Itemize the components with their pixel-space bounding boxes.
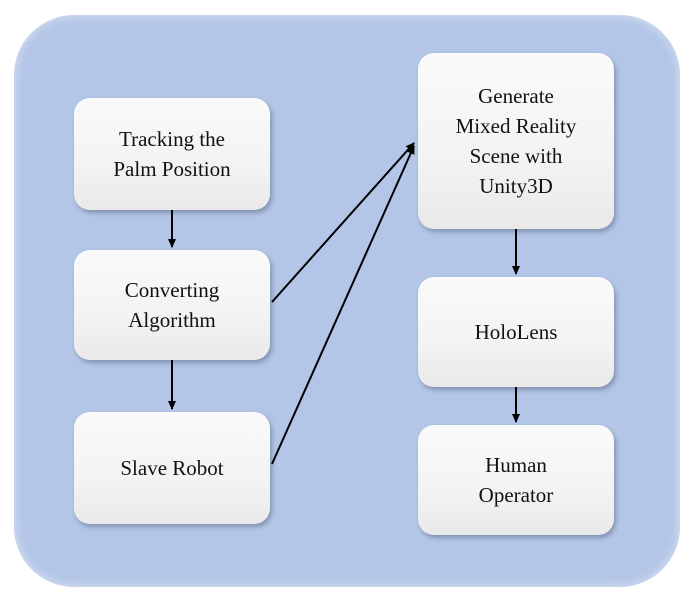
node-slave-robot: Slave Robot bbox=[74, 412, 270, 524]
node-hololens: HoloLens bbox=[418, 277, 614, 387]
node-converting-algorithm: Converting Algorithm bbox=[74, 250, 270, 360]
node-tracking-palm-position: Tracking the Palm Position bbox=[74, 98, 270, 210]
node-generate-mixed-reality-scene: Generate Mixed Reality Scene with Unity3… bbox=[418, 53, 614, 229]
node-human-operator: Human Operator bbox=[418, 425, 614, 535]
